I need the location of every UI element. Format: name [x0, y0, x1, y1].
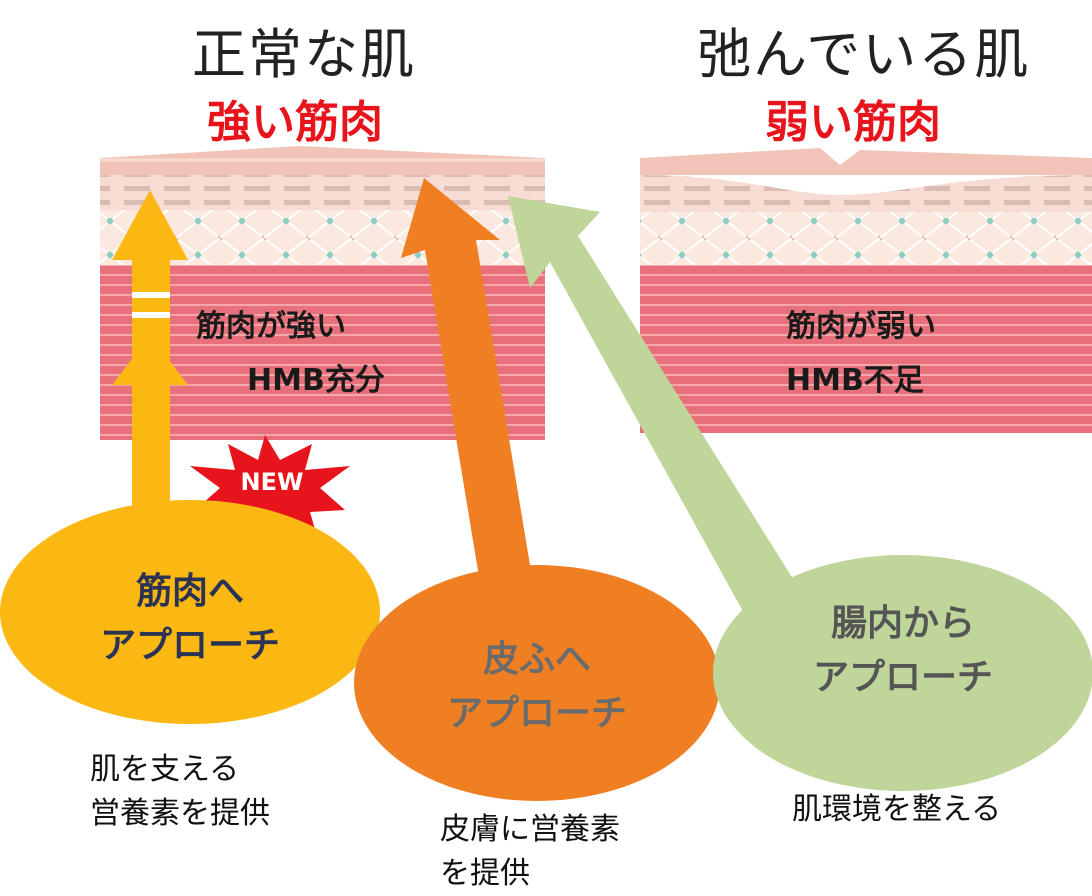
- muscle-approach-caption: 肌を支える 営養素を提供: [90, 748, 270, 836]
- muscle-approach-line2: アプローチ: [99, 625, 280, 666]
- skin-approach-line1: 皮ふへ: [482, 639, 591, 680]
- gut-approach-caption: 肌環境を整える: [792, 788, 1001, 832]
- skin-arrow: [401, 178, 535, 595]
- new-badge-text: NEW: [240, 468, 304, 496]
- skin-caption-line2: を提供: [440, 856, 530, 891]
- muscle-approach-label: 筋肉へ アプローチ: [40, 565, 340, 673]
- skin-approach-label: 皮ふへ アプローチ: [387, 633, 687, 741]
- gut-approach-label: 腸内から アプローチ: [748, 597, 1058, 705]
- loose-skin-subtitle: 弱い筋肉: [765, 97, 941, 148]
- skin-approach-ellipse: [354, 565, 720, 801]
- normal-hmb-label: HMB充分: [247, 363, 385, 398]
- gut-approach-line2: アプローチ: [812, 657, 993, 698]
- muscle-caption-line1: 肌を支える: [90, 752, 240, 787]
- skin-approach-line2: アプローチ: [446, 693, 627, 734]
- normal-skin-title: 正常な肌: [192, 23, 416, 86]
- normal-skin-subtitle: 強い筋肉: [207, 97, 383, 148]
- skin-approach-caption: 皮膚に営養素 を提供: [440, 808, 620, 896]
- muscle-approach-line1: 筋肉へ: [135, 571, 244, 612]
- gut-caption-line1: 肌環境を整える: [792, 792, 1002, 827]
- loose-skin-title: 弛んでいる肌: [697, 23, 1031, 86]
- gut-approach-line1: 腸内から: [830, 603, 975, 644]
- gut-arrow: [508, 196, 800, 615]
- loose-skin-illustration: [640, 148, 1092, 433]
- gut-approach-ellipse: [713, 555, 1092, 791]
- loose-muscle-label: 筋肉が弱い: [786, 309, 936, 344]
- skin-caption-line1: 皮膚に営養素: [440, 812, 620, 847]
- loose-hmb-label: HMB不足: [786, 363, 924, 398]
- muscle-approach-ellipse: [0, 500, 380, 724]
- normal-muscle-label: 筋肉が強い: [196, 309, 346, 344]
- muscle-caption-line2: 営養素を提供: [90, 796, 270, 831]
